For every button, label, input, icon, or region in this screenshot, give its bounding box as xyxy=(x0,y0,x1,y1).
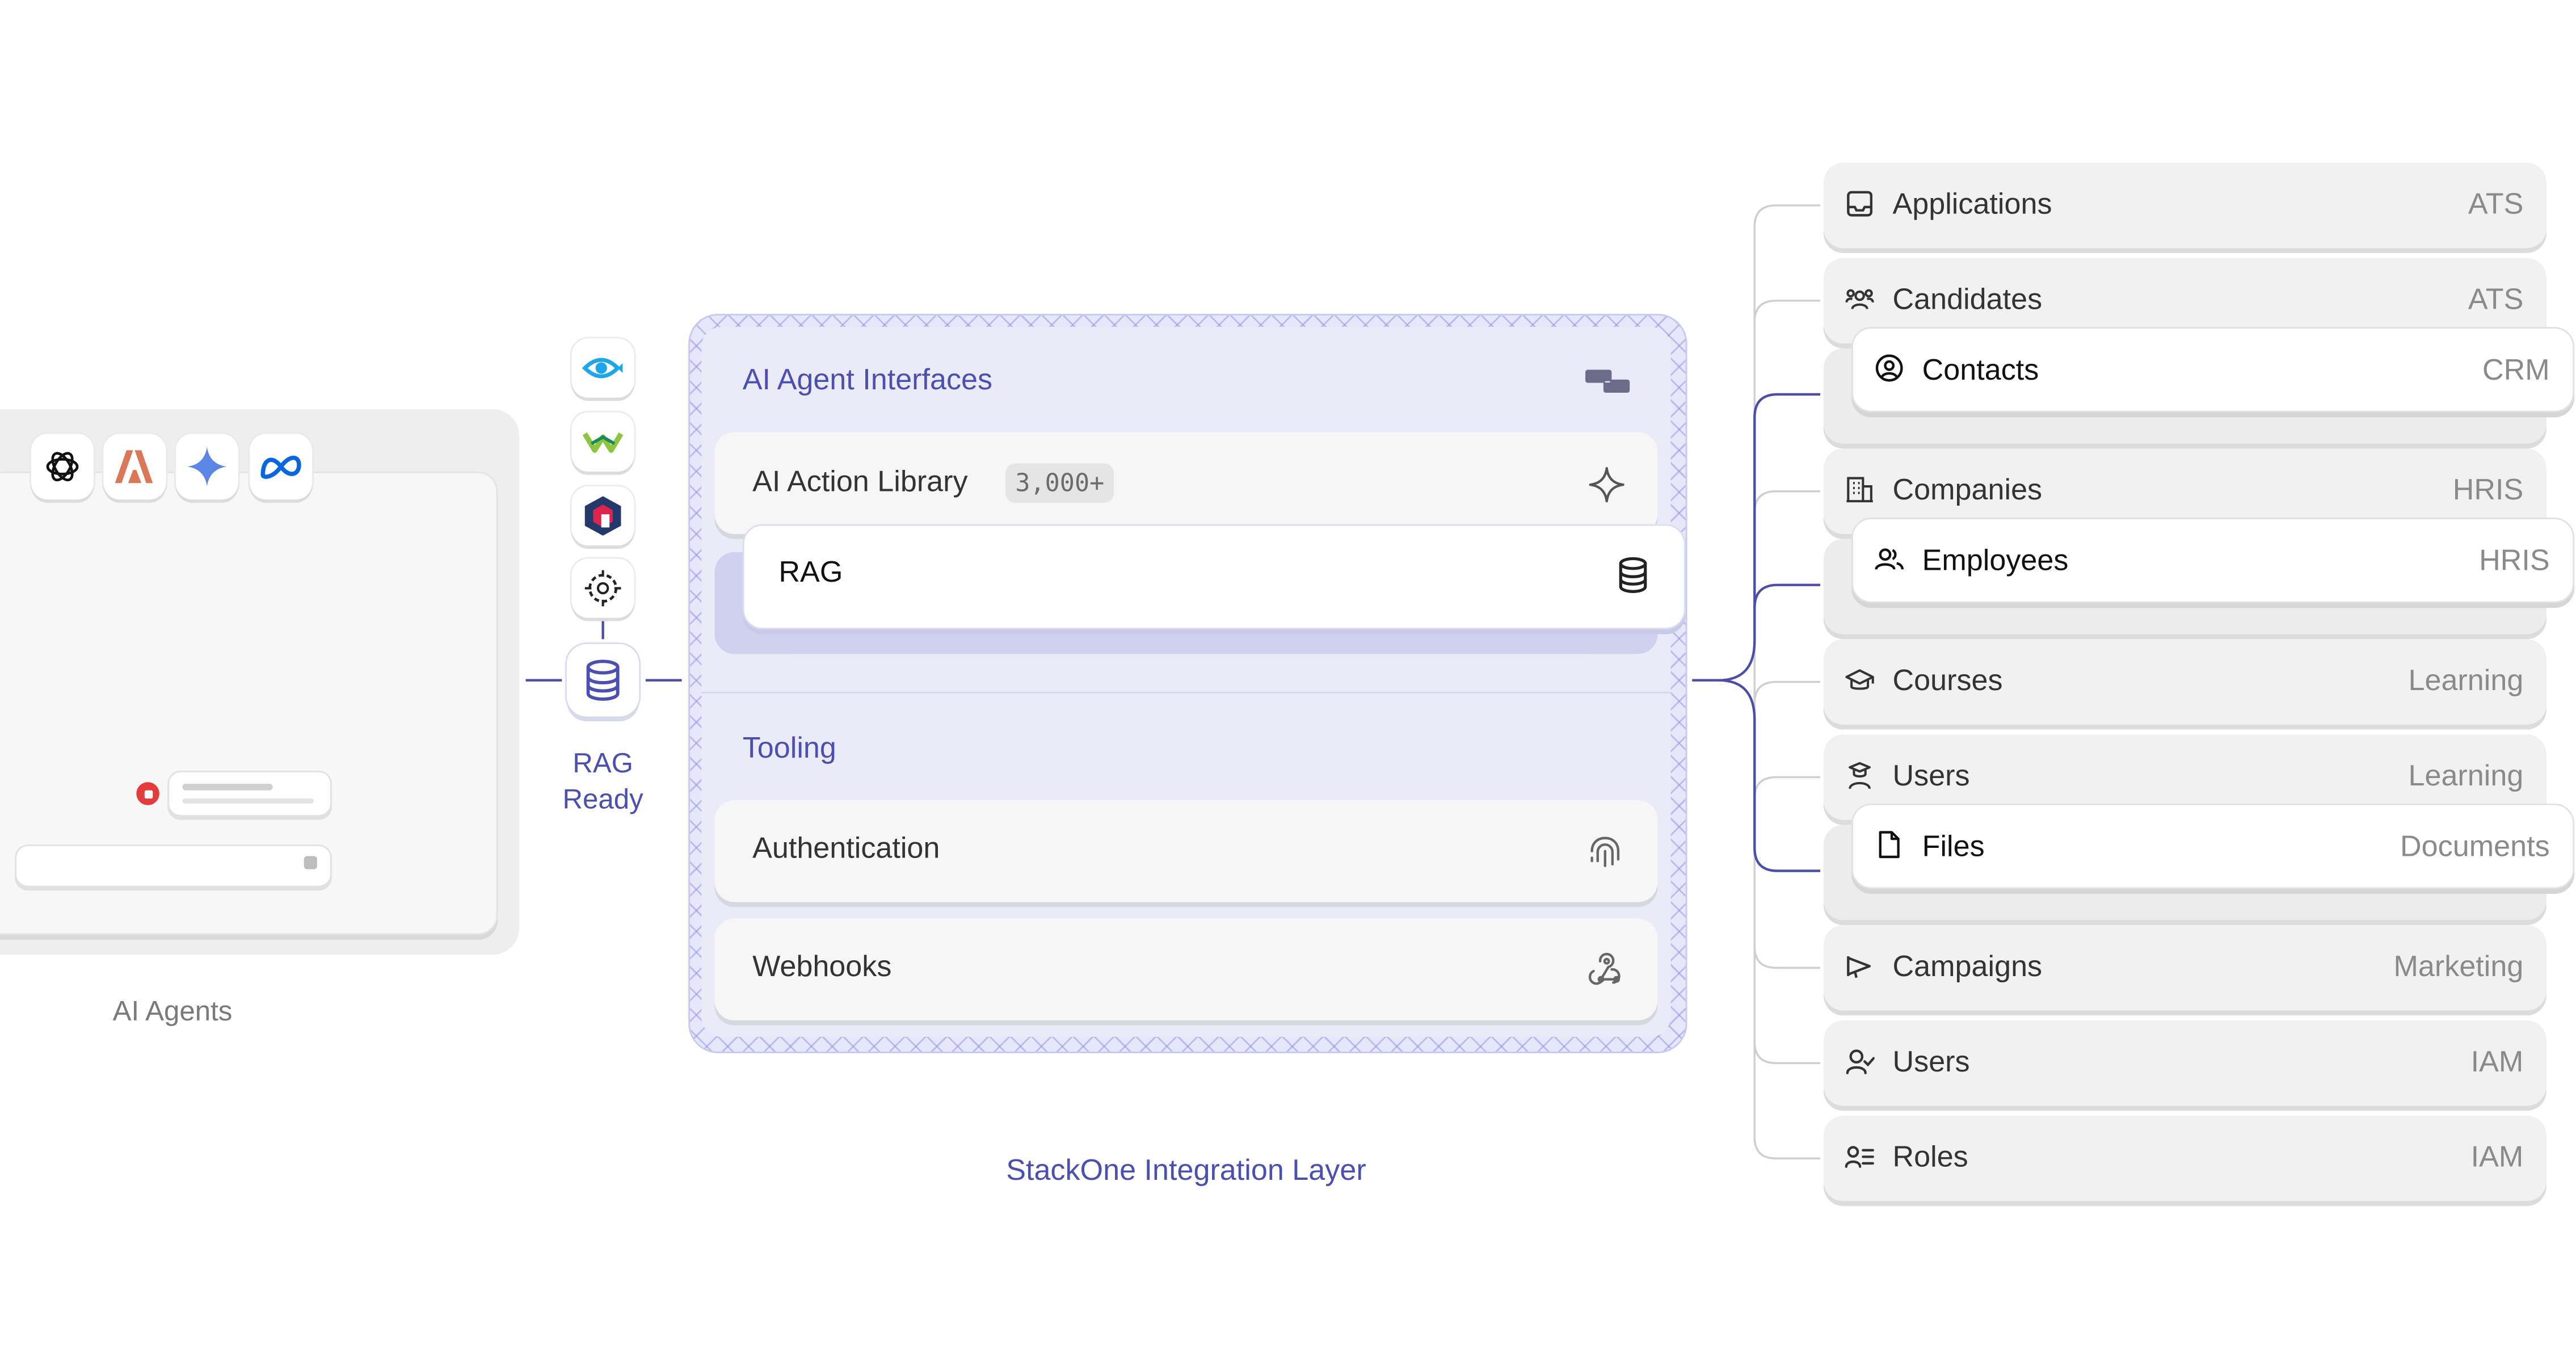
agents-caption: AI Agents xyxy=(112,995,233,1027)
resource-item-applications[interactable]: Applications ATS xyxy=(1823,162,2546,249)
resource-name: Courses xyxy=(1892,663,2003,697)
user-check-icon xyxy=(1846,1049,1875,1074)
rag-ready-line2: Ready xyxy=(562,784,643,815)
resource-category: HRIS xyxy=(2479,544,2550,577)
action-library-card[interactable] xyxy=(714,432,1658,535)
megaphone-icon xyxy=(1847,956,1871,978)
resource-name: Files xyxy=(1922,830,1985,863)
rag-database-node xyxy=(566,644,639,717)
resource-name: Users xyxy=(1892,1045,1970,1078)
interfaces-title: AI Agent Interfaces xyxy=(742,363,993,396)
resource-category: ATS xyxy=(2468,187,2524,220)
database-icon xyxy=(586,659,620,701)
vector-eye-icon xyxy=(571,338,634,398)
resource-item-employees[interactable]: Employees HRIS xyxy=(1851,518,2575,603)
action-count-badge: 3,000+ xyxy=(1005,463,1114,503)
rag-ready-line1: RAG xyxy=(573,747,633,779)
resource-name: Campaigns xyxy=(1892,949,2043,983)
resource-category: Learning xyxy=(2408,759,2524,792)
resource-name: Employees xyxy=(1922,544,2069,577)
message-bubble xyxy=(167,770,332,817)
resource-category: Documents xyxy=(2400,830,2550,863)
resource-name: Companies xyxy=(1892,473,2043,506)
resource-name: Candidates xyxy=(1892,283,2043,316)
rag-card[interactable] xyxy=(742,524,1686,629)
resource-category: Marketing xyxy=(2393,949,2524,983)
chat-input[interactable] xyxy=(15,844,332,888)
openai-icon xyxy=(31,434,94,500)
resource-name: Users xyxy=(1892,759,1970,792)
tooling-title: Tooling xyxy=(742,731,836,764)
resource-name: Contacts xyxy=(1922,353,2039,386)
resource-item-roles[interactable]: Roles IAM xyxy=(1823,1115,2546,1201)
authentication-card[interactable] xyxy=(714,800,1658,902)
user-circle-icon xyxy=(1875,354,1903,382)
resource-category: CRM xyxy=(2482,353,2550,386)
building-icon xyxy=(1846,477,1873,503)
integration-layer-caption: StackOne Integration Layer xyxy=(1006,1153,1366,1187)
resource-category: IAM xyxy=(2470,1140,2524,1174)
sparkle-icon xyxy=(1589,467,1624,503)
resource-category: IAM xyxy=(2470,1045,2524,1078)
resource-item-contacts[interactable]: Contacts CRM xyxy=(1851,327,2575,413)
resource-category: HRIS xyxy=(2452,473,2524,506)
file-icon xyxy=(1879,831,1900,859)
webhooks-label: Webhooks xyxy=(752,949,892,983)
vector-circle-icon xyxy=(571,558,634,618)
resource-name: Applications xyxy=(1892,187,2052,220)
resource-item-courses[interactable]: Courses Learning xyxy=(1823,639,2546,725)
message-line xyxy=(182,784,273,791)
inbox-icon xyxy=(1847,191,1873,217)
send-button[interactable] xyxy=(304,856,317,869)
rag-ready-label: RAG Ready xyxy=(542,746,663,818)
resource-item-campaigns[interactable]: Campaigns Marketing xyxy=(1823,925,2546,1011)
anthropic-icon xyxy=(103,434,166,500)
rag-label: RAG xyxy=(778,555,843,588)
gemini-icon xyxy=(175,434,238,500)
resource-item-files[interactable]: Files Documents xyxy=(1851,803,2575,889)
vector-wave-icon xyxy=(571,412,634,472)
database-icon xyxy=(1619,557,1647,593)
webhook-icon xyxy=(1588,953,1620,985)
resource-name: Roles xyxy=(1892,1140,1968,1174)
resource-item-iam-users[interactable]: Users IAM xyxy=(1823,1020,2546,1106)
roles-icon xyxy=(1845,1146,1874,1168)
users-icon xyxy=(1875,548,1904,570)
section-divider xyxy=(701,691,1671,693)
webhooks-card[interactable] xyxy=(714,918,1658,1021)
action-library-label: AI Action Library xyxy=(752,465,968,498)
student-icon xyxy=(1849,762,1871,789)
graduation-cap-icon xyxy=(1845,669,1874,690)
resource-category: ATS xyxy=(2468,283,2524,316)
record-indicator xyxy=(136,782,159,805)
vector-hex-icon xyxy=(571,486,634,546)
interfaces-icon xyxy=(1585,369,1630,393)
authentication-label: Authentication xyxy=(752,831,940,864)
fingerprint-icon xyxy=(1590,836,1620,868)
resource-category: Learning xyxy=(2408,663,2524,697)
message-line xyxy=(182,798,314,804)
meta-icon xyxy=(250,434,313,500)
users-group-icon xyxy=(1845,289,1874,309)
